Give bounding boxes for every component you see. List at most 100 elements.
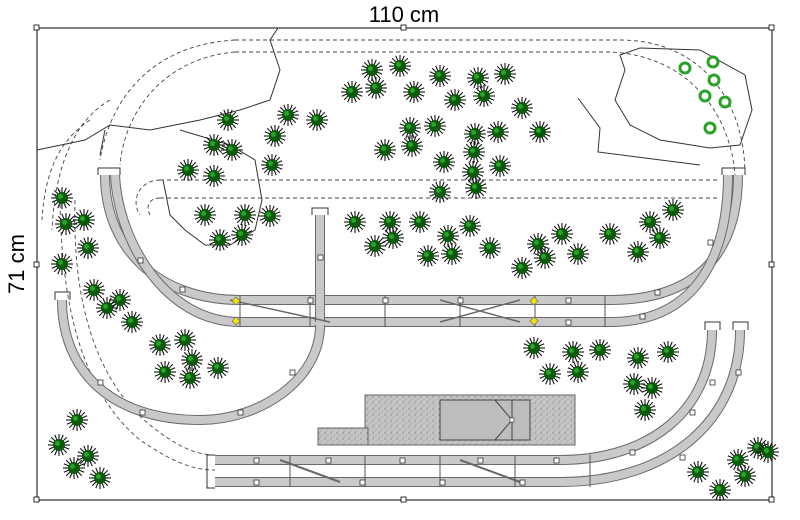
tree-icon bbox=[374, 139, 396, 161]
tree-icon bbox=[479, 237, 501, 259]
tree-icon bbox=[344, 211, 366, 233]
tree-icon bbox=[511, 97, 533, 119]
tree-icon bbox=[121, 311, 143, 333]
tree-icon bbox=[261, 154, 283, 176]
trees bbox=[48, 55, 779, 501]
tree-icon bbox=[179, 367, 201, 389]
tree-icon bbox=[264, 125, 286, 147]
tree-icon bbox=[96, 297, 118, 319]
tree-icon bbox=[459, 215, 481, 237]
tree-icon bbox=[527, 233, 549, 255]
tree-icon bbox=[487, 121, 509, 143]
tree-icon bbox=[154, 361, 176, 383]
tree-icon bbox=[627, 347, 649, 369]
tree-icon bbox=[89, 467, 111, 489]
tree-icon bbox=[231, 224, 253, 246]
tree-icon bbox=[464, 123, 486, 145]
tree-icon bbox=[734, 465, 756, 487]
turnout-markers bbox=[231, 296, 539, 326]
tree-icon bbox=[209, 229, 231, 251]
tree-icon bbox=[207, 357, 229, 379]
bush-icon bbox=[706, 55, 720, 69]
tree-icon bbox=[441, 243, 463, 265]
tree-icon bbox=[48, 434, 70, 456]
tree-icon bbox=[649, 227, 671, 249]
tree-icon bbox=[709, 479, 731, 501]
tree-icon bbox=[467, 67, 489, 89]
tree-icon bbox=[641, 377, 663, 399]
tree-icon bbox=[623, 373, 645, 395]
tree-icon bbox=[657, 341, 679, 363]
tree-icon bbox=[364, 235, 386, 257]
tree-icon bbox=[462, 161, 484, 183]
tree-icon bbox=[757, 441, 779, 463]
tree-icon bbox=[424, 115, 446, 137]
tree-icon bbox=[589, 339, 611, 361]
tree-icon bbox=[465, 177, 487, 199]
tree-icon bbox=[523, 337, 545, 359]
tree-icon bbox=[489, 155, 511, 177]
tree-icon bbox=[403, 81, 425, 103]
track-system bbox=[57, 174, 745, 487]
tree-icon bbox=[687, 461, 709, 483]
station-forecourt bbox=[317, 427, 369, 446]
tree-icon bbox=[177, 159, 199, 181]
tree-icon bbox=[51, 253, 73, 275]
tree-icon bbox=[463, 141, 485, 163]
tree-icon bbox=[727, 449, 749, 471]
bush-icon bbox=[707, 73, 721, 87]
tree-icon bbox=[174, 329, 196, 351]
tree-icon bbox=[417, 245, 439, 267]
station-area bbox=[317, 394, 576, 446]
tree-icon bbox=[77, 237, 99, 259]
tree-icon bbox=[217, 109, 239, 131]
bush-icon bbox=[718, 95, 732, 109]
bush-icon bbox=[678, 61, 692, 75]
tree-icon bbox=[634, 399, 656, 421]
tree-icon bbox=[203, 134, 225, 156]
tree-icon bbox=[341, 81, 363, 103]
tree-icon bbox=[389, 55, 411, 77]
track-connectors bbox=[97, 239, 742, 486]
tree-icon bbox=[401, 135, 423, 157]
tree-icon bbox=[149, 334, 171, 356]
bush-icon bbox=[698, 89, 712, 103]
bush-icon bbox=[703, 121, 717, 135]
tree-icon bbox=[627, 241, 649, 263]
tree-icon bbox=[444, 89, 466, 111]
width-dimension-label: 110 cm bbox=[369, 2, 440, 27]
tree-icon bbox=[221, 139, 243, 161]
tree-icon bbox=[234, 204, 256, 226]
tree-icon bbox=[551, 223, 573, 245]
tree-icon bbox=[306, 109, 328, 131]
tree-icon bbox=[429, 181, 451, 203]
tree-icon bbox=[662, 199, 684, 221]
tree-icon bbox=[529, 121, 551, 143]
track-bumpers bbox=[54, 167, 749, 489]
tree-icon bbox=[66, 409, 88, 431]
station-building bbox=[439, 399, 531, 441]
tree-icon bbox=[409, 211, 431, 233]
tree-icon bbox=[259, 205, 281, 227]
tree-icon bbox=[277, 104, 299, 126]
tree-icon bbox=[365, 77, 387, 99]
tree-icon bbox=[494, 63, 516, 85]
tree-icon bbox=[567, 243, 589, 265]
tree-icon bbox=[77, 445, 99, 467]
tree-icon bbox=[203, 165, 225, 187]
tree-icon bbox=[181, 349, 203, 371]
height-dimension-label: 71 cm bbox=[4, 234, 29, 294]
tree-icon bbox=[534, 247, 556, 269]
tree-icon bbox=[473, 85, 495, 107]
tree-icon bbox=[639, 211, 661, 233]
tree-icon bbox=[109, 289, 131, 311]
tree-icon bbox=[399, 117, 421, 139]
tree-icon bbox=[73, 209, 95, 231]
tree-icon bbox=[437, 225, 459, 247]
selection-handles bbox=[33, 24, 775, 503]
tree-icon bbox=[194, 204, 216, 226]
tree-icon bbox=[539, 363, 561, 385]
tree-icon bbox=[83, 279, 105, 301]
tree-icon bbox=[429, 65, 451, 87]
